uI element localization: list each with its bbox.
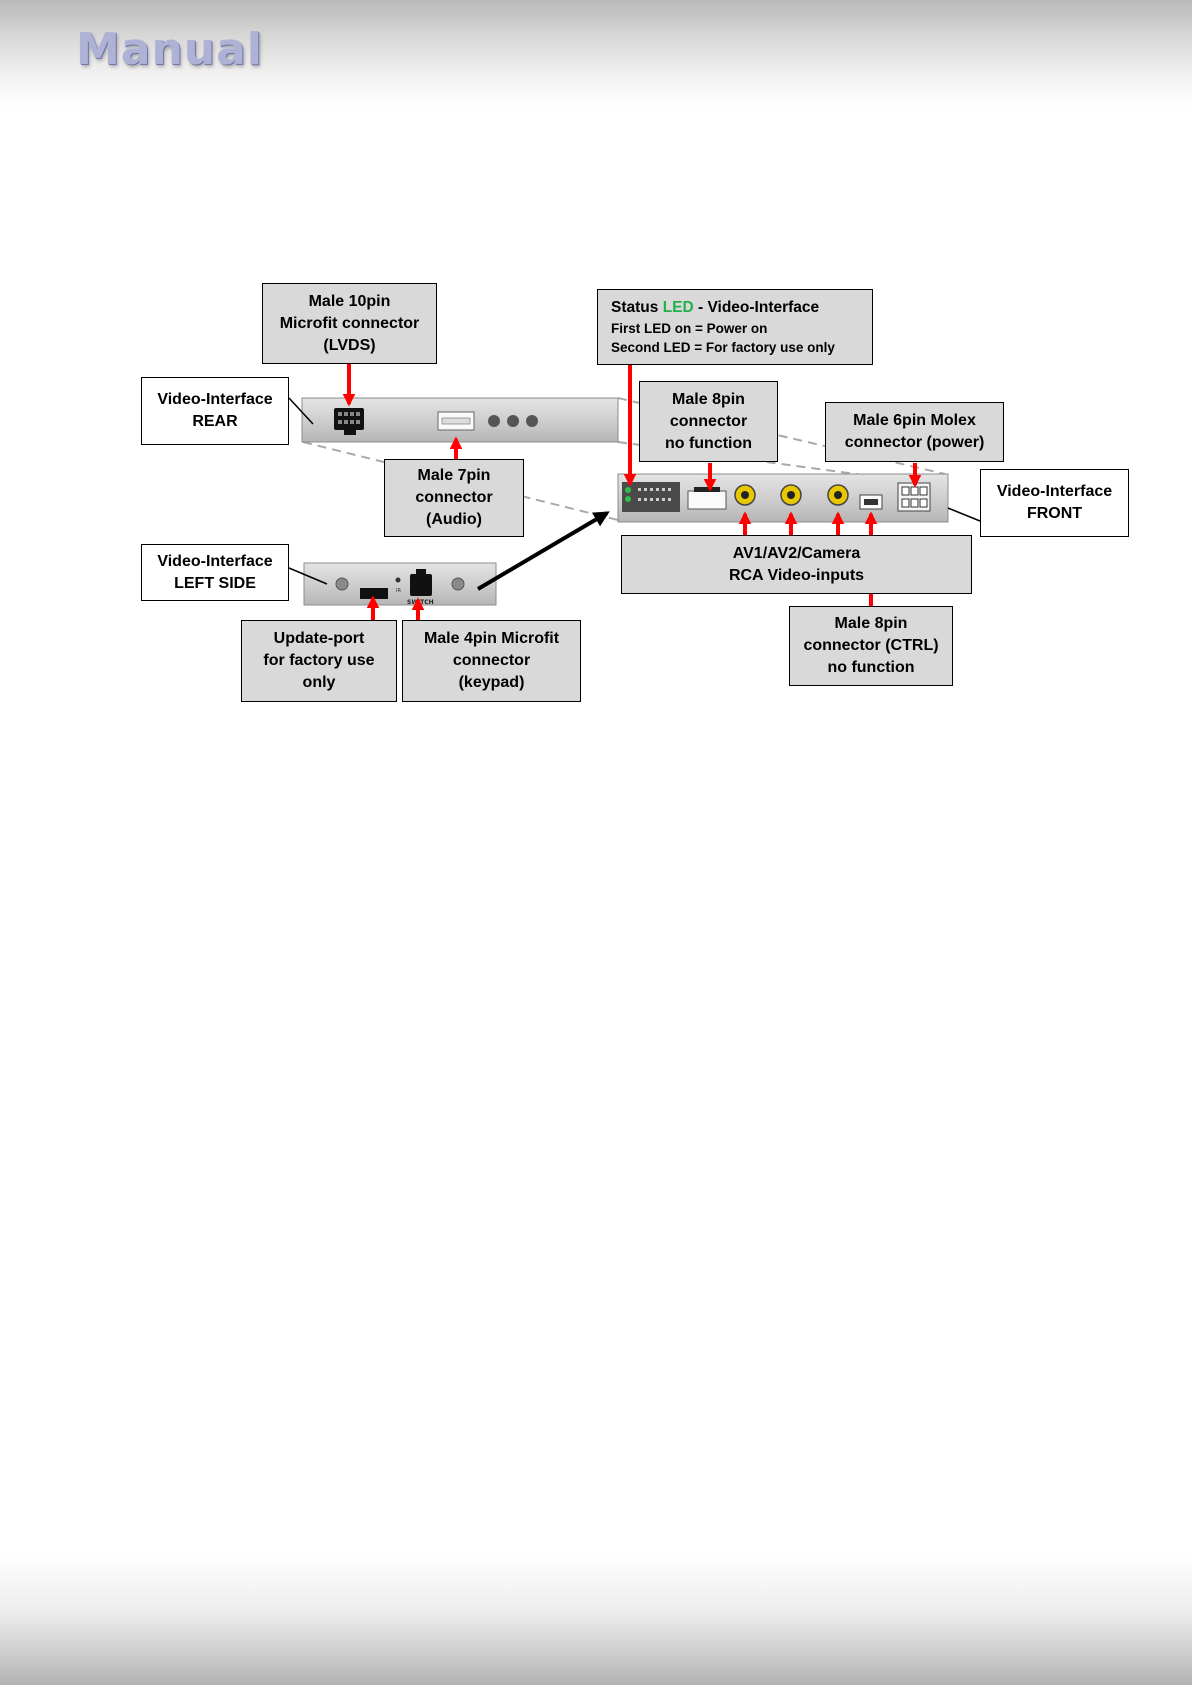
led-panel — [622, 482, 680, 512]
front-device — [617, 473, 949, 523]
left-side-device: IR SWITCH — [303, 562, 497, 606]
svg-text:IR: IR — [396, 588, 401, 594]
footer-band — [0, 1555, 1192, 1685]
ctrl-connector — [859, 494, 883, 510]
rca-av1 — [734, 484, 756, 506]
molex-connector — [897, 482, 931, 512]
rear-device — [301, 397, 619, 443]
usb-port — [360, 588, 388, 599]
rca-av2 — [780, 484, 802, 506]
label-status-led: Status LED - Video-Interface First LED o… — [597, 289, 873, 365]
keypad-port — [410, 574, 432, 596]
led-word: LED — [662, 299, 694, 316]
audio-connector — [437, 411, 475, 431]
svg-text:SWITCH: SWITCH — [407, 599, 434, 606]
leader-lines — [288, 397, 981, 591]
rca-camera — [827, 484, 849, 506]
red-arrows — [342, 364, 922, 620]
lvds-connector — [334, 408, 364, 435]
header-band — [0, 0, 1192, 110]
manual-logo: Manual — [76, 24, 263, 75]
